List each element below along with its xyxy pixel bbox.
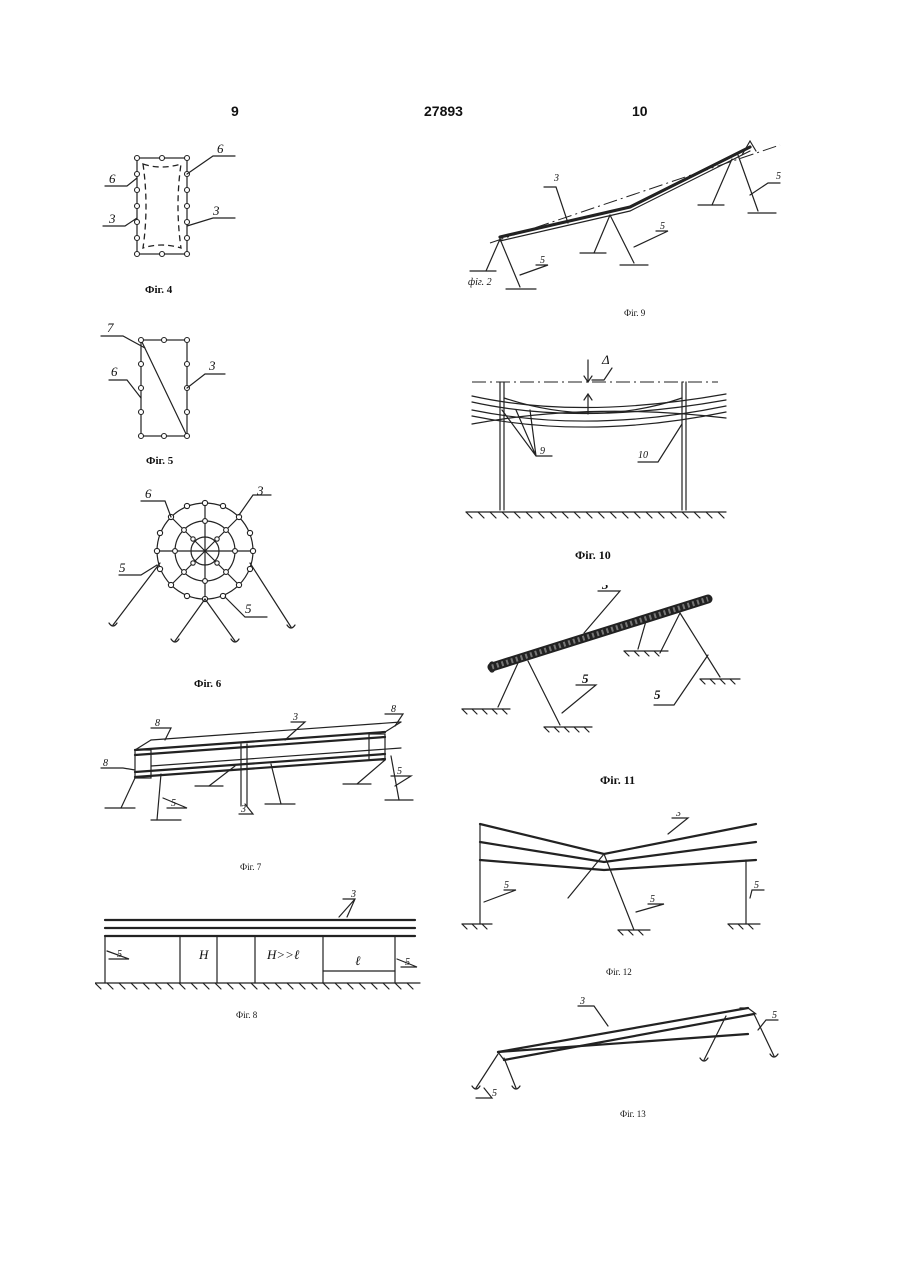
fig6-label-6: 6 (145, 486, 152, 501)
figure-5-drawing: 7 6 3 (95, 318, 235, 448)
fig6-label-3: 3 (256, 485, 264, 498)
figure-10-caption: Фіг. 10 (575, 548, 611, 563)
fig5-label-7: 7 (107, 320, 114, 335)
fig8-label-l: ℓ (355, 953, 361, 968)
fig12-label-5b: 5 (650, 894, 655, 905)
page-number-left: 9 (231, 103, 239, 119)
fig7-label-3a: 3 (292, 712, 298, 723)
figure-12-caption: Фіг. 12 (606, 967, 632, 977)
fig8-label-3: 3 (350, 889, 356, 900)
fig9-label-5b: 5 (660, 221, 665, 232)
fig12-label-5c: 5 (754, 880, 759, 891)
fig9-inner-mark: фіг. 2 (468, 277, 492, 288)
fig6-label-5a: 5 (119, 560, 126, 575)
fig11-label-3: 3 (601, 585, 609, 592)
figure-9-drawing: 3 фіг. 2 5 5 5 (460, 135, 790, 300)
fig10-label-9: 9 (540, 446, 545, 457)
figure-13-drawing: 3 5 5 (458, 990, 788, 1100)
fig8-label-5b: 5 (405, 957, 410, 968)
fig5-label-6: 6 (111, 364, 118, 379)
fig8-label-5a: 5 (117, 949, 122, 960)
figure-6-drawing: 6 3 5 5 (95, 485, 305, 645)
figure-12-drawing: 3 5 5 5 (458, 812, 768, 952)
figure-8-drawing: 3 5 H H>>ℓ ℓ 5 (95, 885, 425, 995)
fig11-label-5a: 5 (582, 671, 589, 686)
fig9-label-5a: 5 (540, 255, 545, 266)
fig7-label-8c: 8 (103, 758, 108, 769)
fig7-label-8b: 8 (391, 704, 396, 715)
figure-10-drawing: Δ 9 10 (460, 340, 750, 530)
fig9-label-5c: 5 (776, 171, 781, 182)
fig4-label-6a: 6 (109, 171, 116, 186)
fig12-label-3: 3 (675, 812, 681, 819)
fig13-label-5a: 5 (492, 1088, 497, 1099)
fig7-label-8a: 8 (155, 718, 160, 729)
fig8-label-H: H (198, 947, 209, 962)
figure-11-caption: Фіг. 11 (600, 773, 635, 788)
fig13-label-5b: 5 (772, 1010, 777, 1021)
fig4-label-3a: 3 (108, 211, 116, 226)
fig13-label-3: 3 (579, 996, 585, 1007)
figure-5-caption: Фіг. 5 (146, 455, 173, 467)
fig5-label-3: 3 (208, 358, 216, 373)
fig4-label-3b: 3 (212, 203, 220, 218)
fig4-label-6b: 6 (217, 141, 224, 156)
fig12-label-5a: 5 (504, 880, 509, 891)
fig9-label-3: 3 (553, 173, 559, 184)
figure-13-caption: Фіг. 13 (620, 1109, 646, 1119)
fig7-label-5b: 5 (397, 766, 402, 777)
fig10-label-delta: Δ (601, 352, 610, 367)
figure-4-drawing: 6 6 3 3 (95, 138, 245, 268)
fig8-label-H-gg-l: H>>ℓ (266, 947, 300, 962)
figure-6-caption: Фіг. 6 (194, 678, 221, 690)
fig11-label-5b: 5 (654, 687, 661, 702)
fig6-label-5b: 5 (245, 601, 252, 616)
figure-9-caption: Фіг. 9 (624, 308, 645, 318)
page-number-right: 10 (632, 103, 648, 119)
figure-7-caption: Фіг. 7 (240, 862, 261, 872)
figure-7-drawing: 8 3 8 8 3 5 5 (95, 700, 425, 830)
figure-4-caption: Фіг. 4 (145, 284, 172, 296)
fig7-label-5a: 5 (171, 798, 176, 809)
patent-number: 27893 (424, 103, 463, 119)
figure-11-drawing: 3 5 5 (458, 585, 758, 745)
fig7-label-3b: 3 (240, 804, 246, 815)
fig10-label-10: 10 (638, 450, 648, 461)
figure-8-caption: Фіг. 8 (236, 1010, 257, 1020)
